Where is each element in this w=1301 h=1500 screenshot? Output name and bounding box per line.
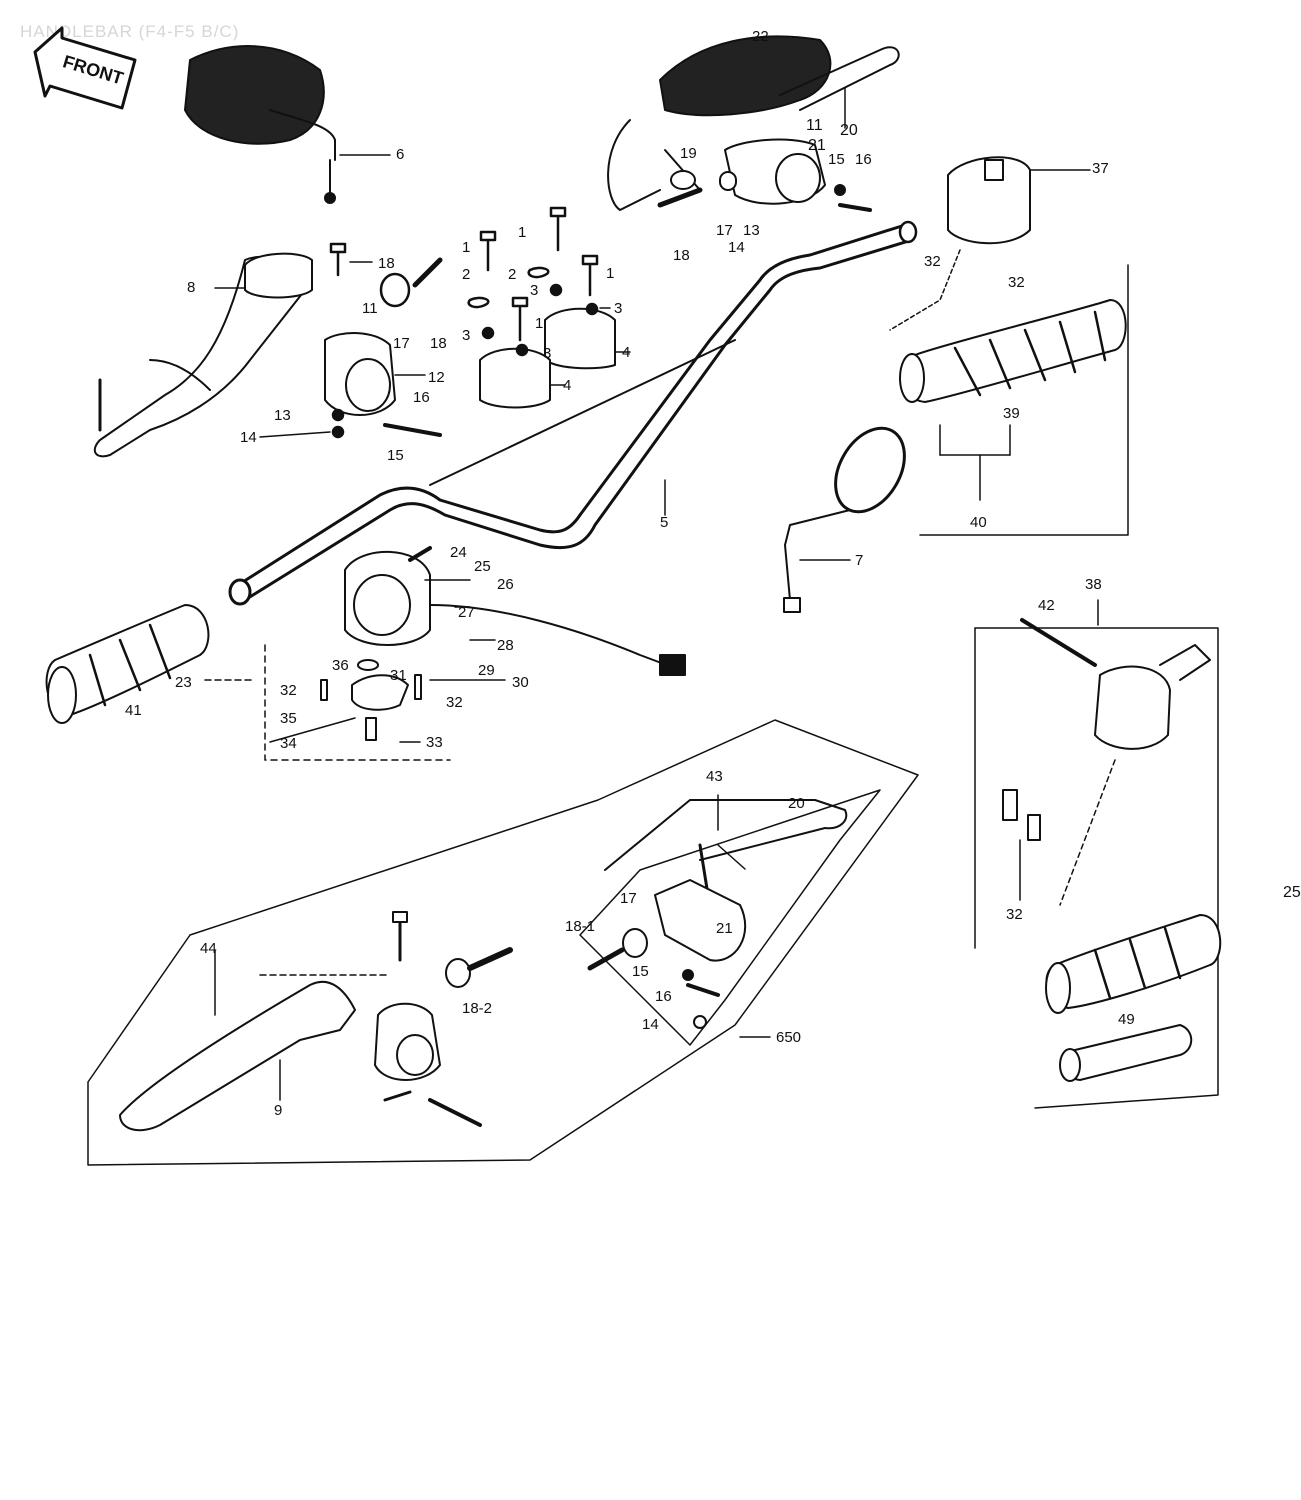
callout-16c: 16 [655,988,672,1005]
leader-lines [259,261,1129,1038]
callout-33: 33 [426,734,443,751]
callout-16b: 16 [855,151,872,168]
callout-39: 39 [1003,405,1020,422]
callout-44: 44 [200,940,217,957]
left-lever-clamp [214,252,313,299]
callout-32e: 32 [1006,906,1023,923]
right-lever-holder [657,138,872,212]
left-lever-holder [324,332,442,437]
callout-11b: 11 [806,117,823,134]
right-switch-housing [889,156,1091,331]
callout-3c: 3 [462,327,470,344]
right-grip [899,299,1127,403]
callout-36: 36 [332,657,349,674]
callout-16a: 16 [413,389,430,406]
callout-18-2: 18-2 [462,1000,492,1017]
callout-32a: 32 [280,682,297,699]
lower-variant-panel [87,719,919,1166]
callout-32d: 32 [1008,274,1025,291]
callout-21b: 21 [716,920,733,937]
right-lever-assembly [607,35,900,211]
callout-3b: 3 [614,300,622,317]
callout-17a: 17 [393,335,410,352]
callout-28: 28 [497,637,514,654]
callout-27: 27 [458,604,475,621]
callout-41: 41 [125,702,142,719]
bolts [329,206,599,439]
callout-34: 34 [280,735,297,752]
callout-24: 24 [450,544,467,561]
callout-13a: 13 [274,407,291,424]
callout-3d: 3 [543,345,551,362]
callout-1b: 1 [462,239,470,256]
callout-11a: 11 [362,300,378,317]
callout-6: 6 [396,146,404,163]
callout-14b: 14 [728,239,745,256]
callout-650: 650 [776,1029,801,1046]
callout-38: 38 [1085,576,1102,593]
callout-37: 37 [1092,160,1109,177]
callout-18a: 18 [378,255,395,272]
callout-43: 43 [706,768,723,785]
callout-5: 5 [660,514,668,531]
callout-2b: 2 [508,266,516,283]
callout-26: 26 [497,576,514,593]
left-switch-housing [264,546,686,761]
callout-25: 25 [474,558,491,575]
page-number: 25 [1283,884,1301,901]
callout-30: 30 [512,674,529,691]
handlebar [228,220,918,606]
callout-40: 40 [970,514,987,531]
callout-18b: 18 [430,335,447,352]
callout-1d: 1 [535,315,543,332]
callout-14c: 14 [642,1016,659,1033]
callout-15b: 15 [828,151,845,168]
callout-13b: 13 [743,222,760,239]
callout-7: 7 [855,552,863,569]
mirror [783,426,906,613]
callout-18-1: 18-1 [565,918,595,935]
callout-42: 42 [1038,597,1055,614]
callout-19: 19 [680,145,697,162]
callout-49: 49 [1118,1011,1135,1028]
diagram-title: HANDLEBAR (F4-F5 B/C) [20,22,240,41]
callout-2a: 2 [462,266,470,283]
front-arrow-icon [33,26,137,110]
callout-9: 9 [274,1102,282,1119]
handlebar-holder-upper [544,307,631,370]
left-lever-assembly [184,45,391,204]
callout-35: 35 [280,710,297,727]
callout-4a: 4 [622,344,630,361]
callout-8: 8 [187,279,195,296]
callout-1a: 1 [518,224,526,241]
callout-14a: 14 [240,429,257,446]
callout-22: 22 [752,28,769,45]
callout-4b: 4 [563,377,571,394]
callout-1c: 1 [606,265,614,282]
callout-12: 12 [428,369,445,386]
callout-20b: 20 [788,795,805,812]
right-grip-variant-panel [974,618,1222,1109]
callout-23: 23 [175,674,192,691]
callout-18c: 18 [673,247,690,264]
callout-3a: 3 [530,282,538,299]
callout-15c: 15 [632,963,649,980]
callout-29: 29 [478,662,495,679]
callout-32b: 32 [446,694,463,711]
handlebar-holder-lower [479,347,566,409]
callout-15a: 15 [387,447,404,464]
callout-31: 31 [390,667,407,684]
left-grip [45,604,256,724]
callout-21a: 21 [808,137,826,154]
callout-20a: 20 [840,122,858,139]
callout-17c: 17 [620,890,637,907]
callout-32c: 32 [924,253,941,270]
callout-17b: 17 [716,222,733,239]
